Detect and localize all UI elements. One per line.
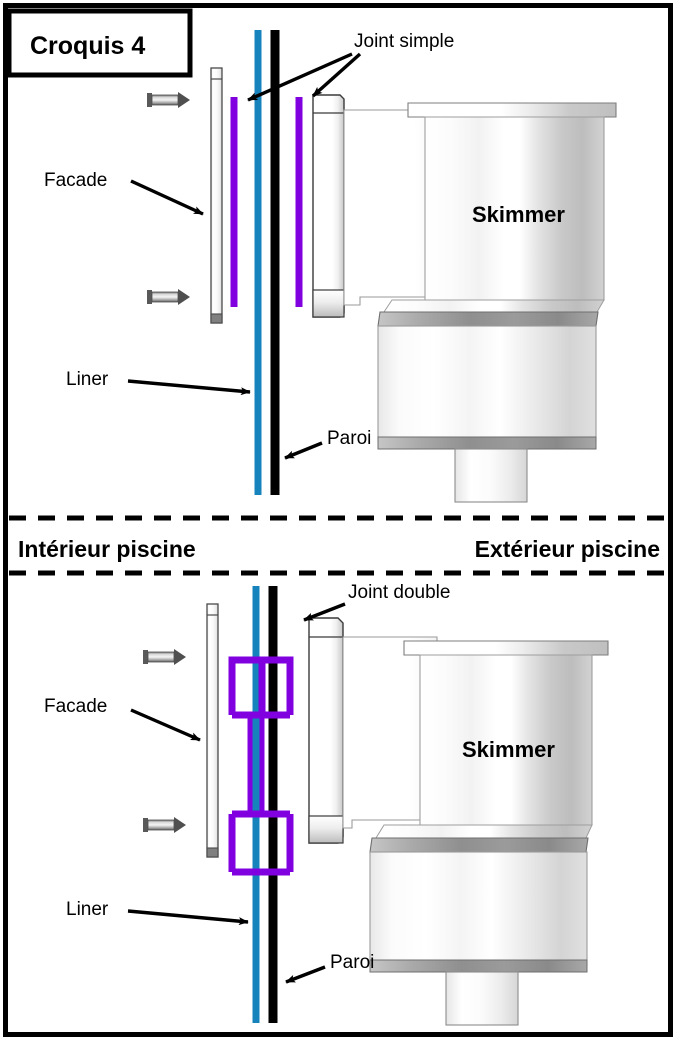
skimmer-lower-barrel [369,851,588,973]
joint-simple-leader-outer [311,52,362,98]
screw-bottom-lower [143,817,186,833]
joint-double-center-strips [247,715,265,814]
panel-bottom: Skimmer [44,582,609,1026]
skimmer-flange-lip [407,102,617,118]
divider-band: Intérieur piscine Extérieur piscine [9,515,667,576]
screw-shaft [151,291,179,303]
skimmer-mounting-plate [308,617,344,844]
liner-leader-bottom [127,909,249,926]
facade-panel-bottom [206,603,219,858]
skimmer-label-bottom: Skimmer [462,737,555,762]
callout-facade-bottom: Facade [44,696,201,742]
screw-tip [178,92,190,108]
callout-liner-top: Liner [66,369,251,396]
page-title: Croquis 4 [30,32,145,60]
liner-label-bottom: Liner [66,899,109,920]
screw-shaft [147,651,175,663]
exterior-side-label: Extérieur piscine [475,536,660,562]
facade-panel-top [210,67,223,324]
facade-panel-body [206,603,219,858]
screw-shaft [151,94,179,106]
skimmer-collar-ring [377,311,599,327]
skimmer-taper [375,824,593,839]
skimmer-lower-rim [377,436,597,450]
skimmer-throat-body [342,636,438,829]
panel-top: Croquis 4 [6,8,617,503]
screw-top-upper [147,92,190,108]
title-box: Croquis 4 [6,8,193,78]
callout-paroi-bottom: Paroi [285,952,374,984]
skimmer-lower-barrel-body [377,325,597,443]
skimmer-taper [383,299,605,313]
skimmer-throat [342,636,438,829]
facade-leader-bottom [130,708,201,742]
skimmer-label-top: Skimmer [472,202,565,227]
facade-label-top: Facade [44,170,107,191]
skimmer-lower-rim [369,959,588,973]
paroi-leader-top [284,441,323,460]
skimmer-assembly-bottom: Skimmer [308,617,609,1026]
screw-head [143,650,148,664]
skimmer-top-flange [407,102,617,118]
screw-head [143,818,148,832]
screw-bottom-upper [143,649,186,665]
callout-liner-bottom: Liner [66,899,249,926]
paroi-label-bottom: Paroi [330,952,374,973]
joint-double-label: Joint double [348,582,450,603]
joint-double-lower-brackets [228,810,294,876]
screw-top-lower [147,289,190,305]
title-box-border [6,8,193,78]
callout-joint-double: Joint double [303,582,450,622]
skimmer-outlet-spigot [445,971,519,1026]
joint-double-leader [303,602,346,622]
facade-panel-foot [210,313,223,324]
facade-label-bottom: Facade [44,696,107,717]
screw-shaft [147,819,175,831]
screw-head [147,290,152,304]
joint-simple-leader-inner [247,52,353,102]
liner-label-top: Liner [66,369,109,390]
mounting-plate-body [312,94,345,318]
liner-leader-top [127,379,251,396]
skimmer-lower-barrel [377,325,597,450]
joint-double-upper-right [262,656,294,715]
screw-tip [178,289,190,305]
screw-tip [174,817,186,833]
mounting-plate-foot [308,815,344,844]
skimmer-lower-barrel-body [369,851,588,966]
skimmer-mounting-plate [312,94,345,318]
callout-paroi-top: Paroi [284,428,371,460]
paroi-leader-bottom [285,965,326,984]
joint-double-upper-left [228,656,268,715]
skimmer-collar-ring [369,837,589,853]
callout-facade-top: Facade [44,170,204,216]
joint-simple-label: Joint simple [354,31,454,52]
skimmer-main-barrel: Skimmer [424,116,605,301]
screw-head [147,93,152,107]
skimmer-outlet-spigot [454,448,528,503]
facade-panel-foot [206,847,219,858]
skimmer-top-flange [403,640,609,656]
mounting-plate-body [308,617,344,844]
skimmer-flange-lip [403,640,609,656]
skimmer-assembly-top: Skimmer [312,94,617,503]
screw-tip [174,649,186,665]
facade-panel-body [210,67,223,324]
facade-leader-top [130,179,204,216]
skimmer-main-barrel: Skimmer [419,654,593,826]
mounting-plate-foot [312,289,345,318]
callout-joint-simple: Joint simple [247,31,454,102]
paroi-label-top: Paroi [327,428,371,449]
interior-side-label: Intérieur piscine [18,536,196,562]
